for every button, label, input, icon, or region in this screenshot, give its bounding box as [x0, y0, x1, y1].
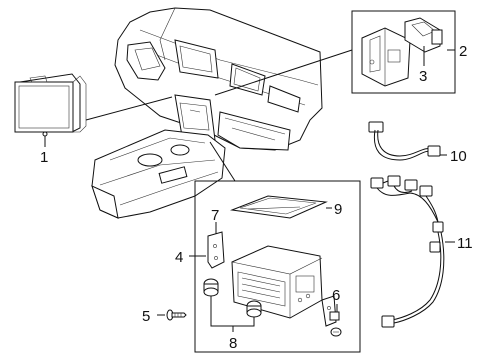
callout-5: 5 [142, 308, 150, 325]
bracket-part-6 [321, 295, 340, 327]
callout-2: 2 [459, 43, 467, 60]
shield-plate-part-9 [230, 195, 332, 219]
callout-8: 8 [229, 335, 237, 352]
callout-1: 1 [40, 149, 48, 166]
leader-line-box-to-panel [209, 141, 236, 182]
callout-9: 9 [334, 201, 342, 218]
cable-harness-part-10 [368, 121, 447, 161]
callout-3: 3 [419, 68, 427, 85]
screw-part-5 [157, 309, 187, 321]
screw-near-part-6 [330, 327, 342, 337]
inset-box-parts-4-9 [194, 180, 361, 353]
bracket-part-7 [207, 222, 225, 269]
knobs-part-8 [203, 278, 262, 332]
display-unit-part-1 [14, 73, 173, 147]
bracket-part-3 [404, 17, 443, 66]
inset-box-parts-2-3 [351, 10, 456, 94]
head-unit-assembly [231, 245, 323, 319]
callout-4: 4 [175, 249, 183, 266]
control-module-part-2 [361, 27, 411, 87]
leader-line-to-panel [214, 49, 353, 96]
instrument-panel-illustration [91, 7, 323, 219]
cable-harness-part-11 [370, 175, 455, 328]
callout-7: 7 [211, 207, 219, 224]
callout-11: 11 [457, 235, 473, 252]
callout-10: 10 [450, 148, 467, 165]
callout-6: 6 [332, 287, 340, 304]
